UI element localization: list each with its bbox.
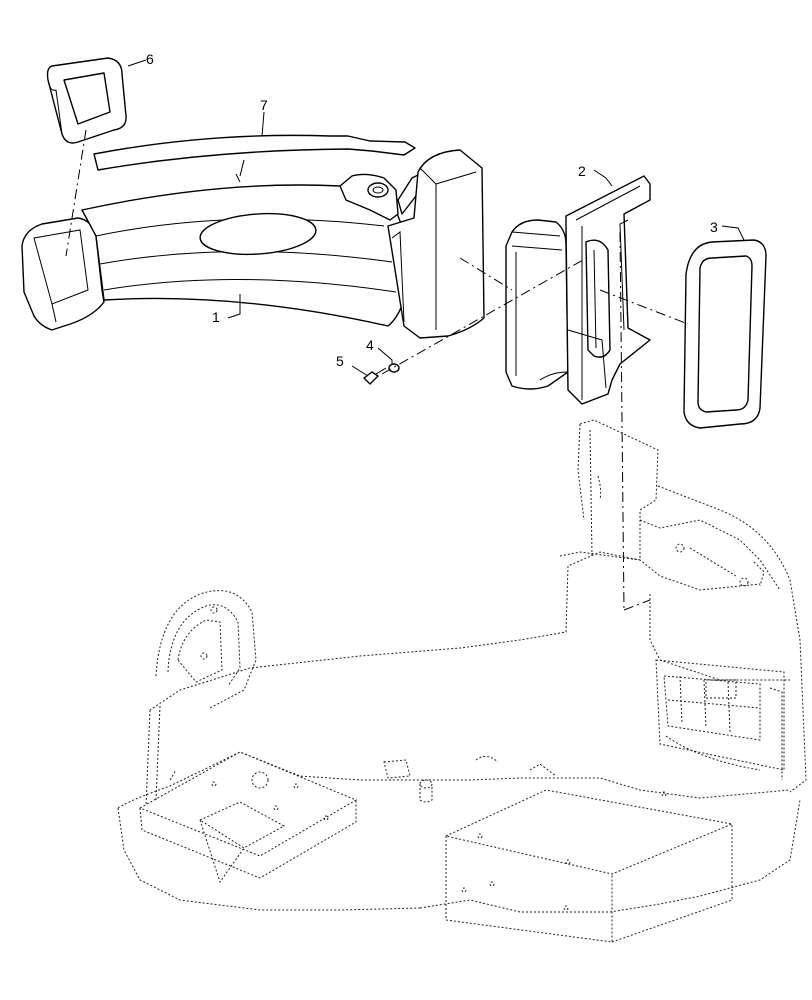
part-1-curved-duct bbox=[21, 149, 485, 339]
filter-element bbox=[505, 219, 569, 390]
part-5-screw bbox=[363, 367, 387, 385]
callout-6: 6 bbox=[146, 51, 154, 67]
assembly-centerlines bbox=[65, 129, 689, 611]
callout-7: 7 bbox=[260, 97, 268, 113]
leader-lines bbox=[127, 59, 745, 377]
part-3-seal bbox=[683, 239, 767, 429]
callout-1: 1 bbox=[212, 309, 220, 325]
part-2-filter-housing bbox=[565, 175, 651, 405]
part-6-gasket bbox=[46, 57, 127, 144]
part-7-seal-strip bbox=[93, 134, 416, 171]
part-4-washer bbox=[388, 363, 400, 373]
callout-labels: 6 7 1 2 3 4 5 bbox=[146, 51, 718, 369]
callout-2: 2 bbox=[578, 163, 586, 179]
callout-3: 3 bbox=[710, 219, 718, 235]
machine-ghost-outline bbox=[117, 419, 807, 943]
callout-5: 5 bbox=[336, 353, 344, 369]
callout-4: 4 bbox=[366, 337, 374, 353]
